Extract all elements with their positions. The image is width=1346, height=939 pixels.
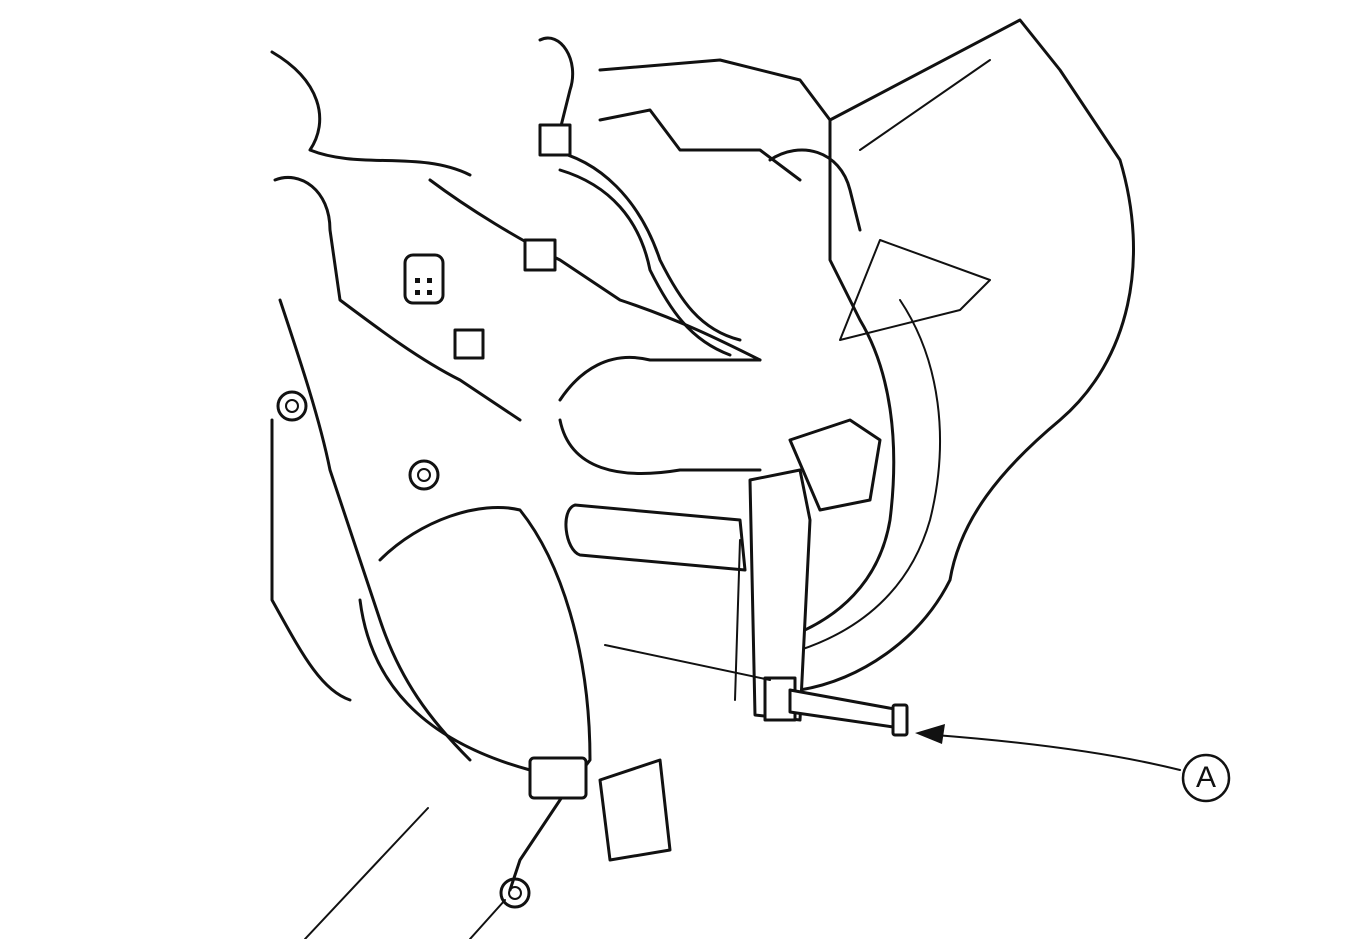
leader-line: [469, 899, 506, 939]
bolts: [276, 390, 531, 909]
wiring-harness: [453, 108, 862, 475]
callout-circle-a: [1181, 753, 1231, 803]
exhaust-elbow: [778, 18, 1135, 692]
electrical-connector: [403, 253, 445, 305]
callout-label-a: A: [1195, 761, 1216, 794]
lower-bracket: [358, 505, 672, 892]
leader-line: [304, 807, 429, 939]
callout-arrow-a: [915, 724, 1181, 771]
engine-block: [270, 36, 832, 762]
puller-tool: [564, 418, 909, 737]
